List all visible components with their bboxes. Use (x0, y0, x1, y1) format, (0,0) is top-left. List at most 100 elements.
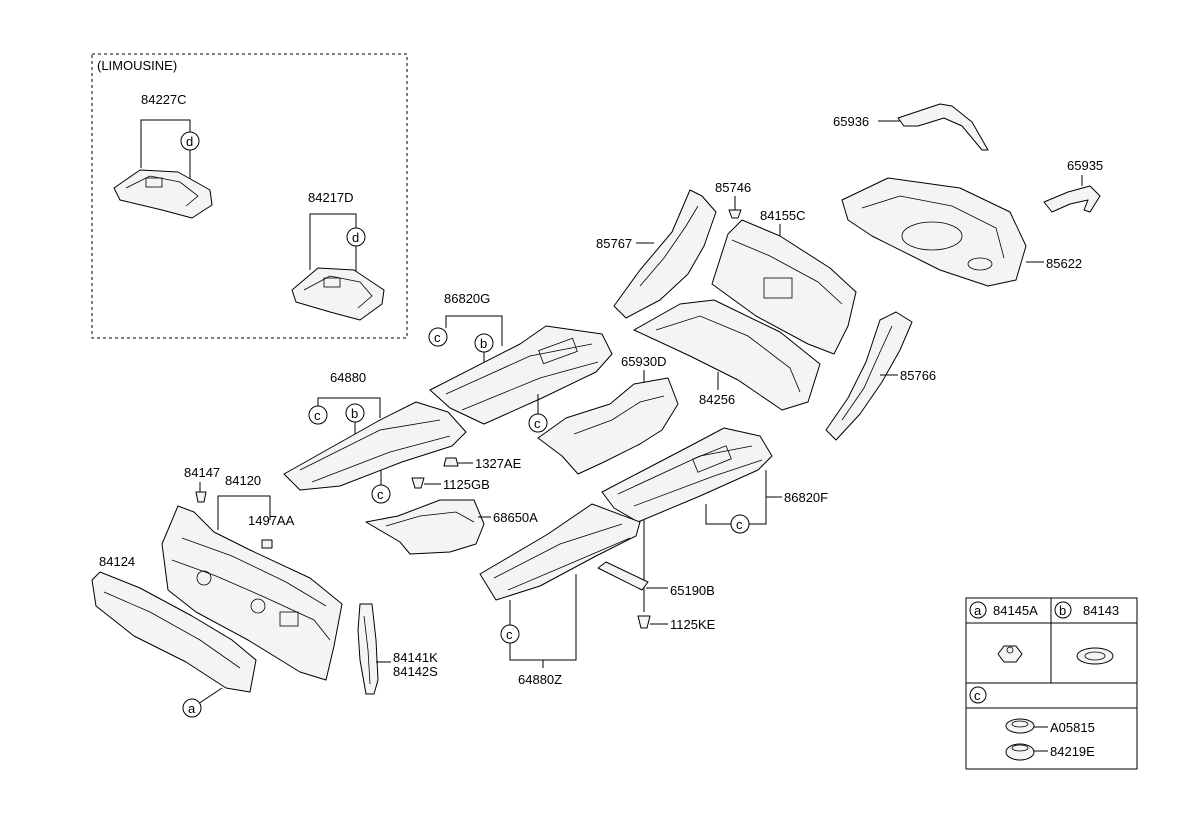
callout-85746[interactable]: 85746 (715, 180, 751, 195)
part-65190B-plate[interactable] (597, 561, 649, 591)
part-85622-rear-floor[interactable] (841, 177, 1027, 287)
part-64880Z-floor-insulator[interactable] (479, 503, 641, 601)
part-64880Z-rib-1 (493, 523, 623, 579)
callout-84147[interactable]: 84147 (184, 465, 220, 480)
callout-65935[interactable]: 65935 (1067, 158, 1103, 173)
legend-plug-84219E (1005, 743, 1035, 761)
marker-d-1[interactable] (180, 131, 200, 151)
callout-65930D[interactable]: 65930D (621, 354, 667, 369)
marker-d-1-letter: d (186, 134, 193, 149)
legend-marker-b[interactable] (1054, 601, 1072, 619)
callout-86820G[interactable]: 86820G (444, 291, 490, 306)
callout-65936[interactable]: 65936 (833, 114, 869, 129)
part-64880-floor-insulator[interactable] (283, 401, 467, 491)
callout-84227C[interactable]: 84227C (141, 92, 187, 107)
part-1125KE-bolt[interactable] (637, 615, 651, 629)
part-86820G-floor-insulator[interactable] (429, 325, 613, 425)
legend-part-c1[interactable]: A05815 (1050, 720, 1095, 735)
marker-d-2[interactable] (346, 227, 366, 247)
part-86820F-pad (692, 445, 732, 473)
marker-c-5-letter: c (736, 517, 743, 532)
part-84120-hole-2 (250, 598, 266, 614)
part-85767-detail (639, 205, 699, 287)
part-1125GB-bolt[interactable] (411, 477, 425, 489)
marker-c-6[interactable] (500, 624, 520, 644)
legend-plug-84219E-inner (1011, 744, 1029, 752)
part-85746-clip[interactable] (728, 209, 742, 219)
marker-b-2-letter: b (351, 406, 358, 421)
marker-c-3[interactable] (308, 405, 328, 425)
callout-1327AE[interactable]: 1327AE (475, 456, 522, 471)
part-86820F-floor-insulator[interactable] (601, 427, 773, 523)
part-65930D-tunnel-panel[interactable] (537, 377, 679, 475)
part-84120-dash-panel[interactable] (161, 505, 343, 681)
leader-86820G-bracket (445, 315, 503, 346)
legend-marker-b-letter: b (1059, 603, 1066, 618)
callout-84256[interactable]: 84256 (699, 392, 735, 407)
callout-84155C[interactable]: 84155C (760, 208, 806, 223)
legend-part-a[interactable]: 84145A (993, 603, 1038, 618)
callout-1125KE[interactable]: 1125KE (670, 617, 716, 632)
callout-64880Z[interactable]: 64880Z (518, 672, 562, 687)
part-85622-hole (967, 257, 993, 271)
marker-c-3-letter: c (314, 408, 321, 423)
part-65935-bracket[interactable] (1043, 185, 1101, 213)
legend-plug-A05815-inner (1011, 720, 1029, 728)
part-84227C-detail (125, 175, 199, 207)
callout-84124[interactable]: 84124 (99, 554, 135, 569)
part-68650A-tunnel-cover[interactable] (365, 499, 485, 555)
callout-84141K[interactable]: 84141K (393, 650, 438, 665)
part-84124-dash-insulator[interactable] (91, 571, 257, 693)
part-84155C-rear-insulator[interactable] (711, 219, 857, 355)
marker-c-5[interactable] (730, 514, 750, 534)
part-84227C-floor-panel[interactable] (113, 169, 213, 219)
marker-d-2-letter: d (352, 230, 359, 245)
callout-84120[interactable]: 84120 (225, 473, 261, 488)
leader-84120-bracket (217, 495, 271, 530)
callout-86820F[interactable]: 86820F (784, 490, 828, 505)
part-65936-rail[interactable] (897, 103, 989, 151)
part-85622-detail (861, 195, 1005, 259)
marker-c-1[interactable] (428, 327, 448, 347)
callout-85622[interactable]: 85622 (1046, 256, 1082, 271)
marker-c-2-letter: c (534, 416, 541, 431)
part-84120-detail-2 (181, 537, 327, 607)
part-68650A-detail (385, 511, 475, 527)
legend-part-b[interactable]: 84143 (1083, 603, 1119, 618)
callout-84217D[interactable]: 84217D (308, 190, 354, 205)
part-65930D-detail (573, 395, 665, 435)
part-84147-clip[interactable] (195, 491, 207, 503)
part-64880Z-rib-2 (507, 537, 631, 591)
legend-part-c2[interactable]: 84219E (1050, 744, 1095, 759)
callout-65190B[interactable]: 65190B (670, 583, 715, 598)
part-84217D-pad (323, 277, 341, 288)
callout-1125GB[interactable]: 1125GB (443, 477, 490, 492)
marker-b-1-letter: b (480, 336, 487, 351)
part-84141K-detail (363, 615, 371, 685)
part-85766-detail (841, 325, 893, 421)
callout-85766[interactable]: 85766 (900, 368, 936, 383)
part-86820G-rib-1 (445, 343, 593, 395)
legend-nut-84145A-hole (1006, 646, 1014, 654)
part-84217D-floor-panel[interactable] (291, 267, 385, 321)
part-1497AA-tag[interactable] (261, 539, 273, 549)
marker-a-1[interactable] (182, 698, 202, 718)
legend-marker-a[interactable] (969, 601, 987, 619)
callout-1497AA[interactable]: 1497AA (248, 513, 295, 528)
part-64880-rib-1 (299, 419, 441, 471)
part-85767-side-panel[interactable] (613, 189, 717, 319)
callout-84142S[interactable]: 84142S (393, 664, 438, 679)
part-1327AE-nut[interactable] (443, 457, 459, 467)
legend-nut-84145A (997, 645, 1023, 663)
callout-64880[interactable]: 64880 (330, 370, 366, 385)
marker-c-4-letter: c (377, 487, 384, 502)
part-84120-opening (279, 611, 299, 627)
legend-marker-c[interactable] (969, 686, 987, 704)
part-84256-floor-insulator[interactable] (633, 299, 821, 411)
part-84256-detail (655, 315, 801, 393)
callout-68650A[interactable]: 68650A (493, 510, 538, 525)
part-86820G-rib-2 (461, 361, 599, 411)
part-85622-tire-well (901, 221, 963, 251)
callout-85767[interactable]: 85767 (596, 236, 632, 251)
